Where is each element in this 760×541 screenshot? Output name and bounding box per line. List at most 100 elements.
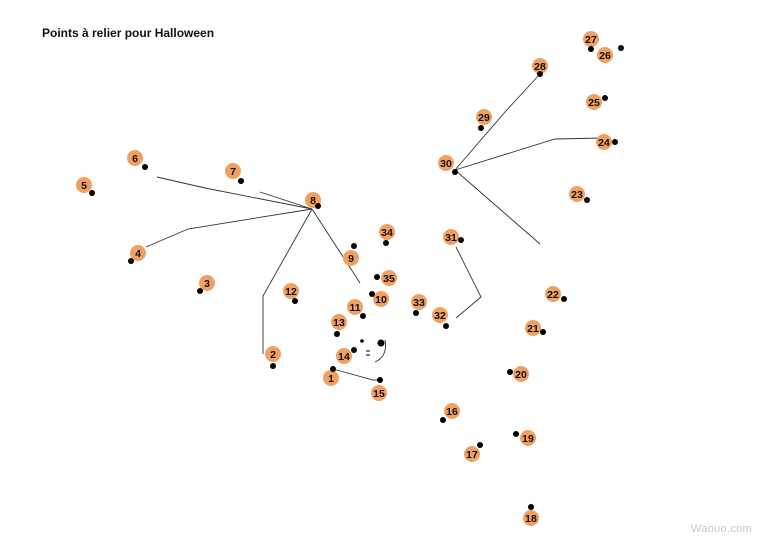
point-dot <box>540 329 546 335</box>
point-badge <box>130 245 146 261</box>
point-dot <box>238 178 244 184</box>
point-29: 29 <box>476 109 492 131</box>
point-number: 13 <box>333 317 345 329</box>
point-number: 5 <box>81 180 87 192</box>
point-badge <box>597 47 613 63</box>
point-number: 7 <box>230 166 236 178</box>
guide-lines <box>145 73 604 381</box>
point-1: 1 <box>323 366 339 386</box>
point-number: 14 <box>338 351 350 363</box>
wing-rib-line <box>454 137 604 171</box>
point-badge <box>411 294 427 310</box>
point-dot <box>528 504 534 510</box>
point-number: 6 <box>132 153 138 165</box>
point-dot <box>197 288 203 294</box>
point-number: 15 <box>373 388 385 400</box>
point-20: 20 <box>507 366 529 382</box>
point-badge <box>569 186 585 202</box>
point-number: 4 <box>135 248 141 260</box>
point-30: 30 <box>438 155 458 175</box>
point-27: 27 <box>583 31 599 52</box>
point-dot <box>584 197 590 203</box>
point-24: 24 <box>596 134 618 150</box>
point-badge <box>443 229 459 245</box>
point-dot <box>89 190 95 196</box>
point-33: 33 <box>411 294 427 316</box>
wing-rib-line <box>454 169 541 245</box>
point-dot <box>351 347 357 353</box>
point-badge <box>373 291 389 307</box>
point-number: 9 <box>348 253 354 265</box>
point-number: 34 <box>381 227 393 239</box>
point-badge <box>583 31 599 47</box>
point-badge <box>379 224 395 240</box>
point-number: 1 <box>328 373 334 385</box>
point-dot <box>128 258 134 264</box>
wing-rib-line <box>145 208 313 248</box>
point-dot <box>561 296 567 302</box>
point-35: 35 <box>374 270 397 286</box>
point-number: 26 <box>599 50 611 62</box>
point-badge <box>331 314 347 330</box>
point-badge <box>523 510 539 526</box>
point-13: 13 <box>331 314 347 337</box>
point-dot <box>413 310 419 316</box>
eye <box>360 339 364 343</box>
point-8: 8 <box>305 192 321 209</box>
point-number: 29 <box>478 112 490 124</box>
eye <box>377 339 385 347</box>
point-badge <box>586 94 602 110</box>
points-layer: 1234567891011121314151617181920212223242… <box>76 31 624 526</box>
point-badge <box>432 307 448 323</box>
point-dot <box>270 363 276 369</box>
point-dot <box>537 71 543 77</box>
wing-rib-line <box>455 246 482 319</box>
point-34: 34 <box>379 224 395 246</box>
wing-rib-line <box>262 208 313 354</box>
point-dot <box>330 366 336 372</box>
point-badge <box>76 177 92 193</box>
point-number: 20 <box>515 369 527 381</box>
point-badge <box>596 134 612 150</box>
point-dot <box>513 431 519 437</box>
page-title: Points à relier pour Halloween <box>42 26 215 40</box>
point-22: 22 <box>545 286 567 302</box>
point-26: 26 <box>597 45 624 63</box>
point-dot <box>351 243 357 249</box>
point-badge <box>545 286 561 302</box>
point-number: 17 <box>466 449 478 461</box>
point-number: 28 <box>534 61 546 73</box>
point-dot <box>440 417 446 423</box>
point-number: 21 <box>527 323 539 335</box>
point-dot <box>369 291 375 297</box>
point-dot <box>334 331 340 337</box>
point-badge <box>520 430 536 446</box>
point-badge <box>323 370 339 386</box>
point-4: 4 <box>128 245 146 264</box>
point-dot <box>458 237 464 243</box>
point-badge <box>381 270 397 286</box>
point-number: 35 <box>383 273 395 285</box>
face-mouth <box>374 339 386 363</box>
point-badge <box>532 58 548 74</box>
point-dot <box>612 139 618 145</box>
point-7: 7 <box>225 163 244 184</box>
point-12: 12 <box>283 283 299 304</box>
point-10: 10 <box>369 291 389 307</box>
wing-rib-line <box>156 176 313 210</box>
point-9: 9 <box>343 243 359 266</box>
point-dot <box>374 274 380 280</box>
point-number: 8 <box>310 195 316 207</box>
point-dot <box>383 240 389 246</box>
point-badge <box>283 283 299 299</box>
point-21: 21 <box>525 320 546 336</box>
point-number: 18 <box>525 513 537 525</box>
point-17: 17 <box>464 442 483 462</box>
wing-rib-line <box>259 191 313 210</box>
point-badge <box>127 150 143 166</box>
point-18: 18 <box>523 504 539 526</box>
point-badge <box>265 346 281 362</box>
point-19: 19 <box>513 430 536 446</box>
point-badge <box>444 403 460 419</box>
